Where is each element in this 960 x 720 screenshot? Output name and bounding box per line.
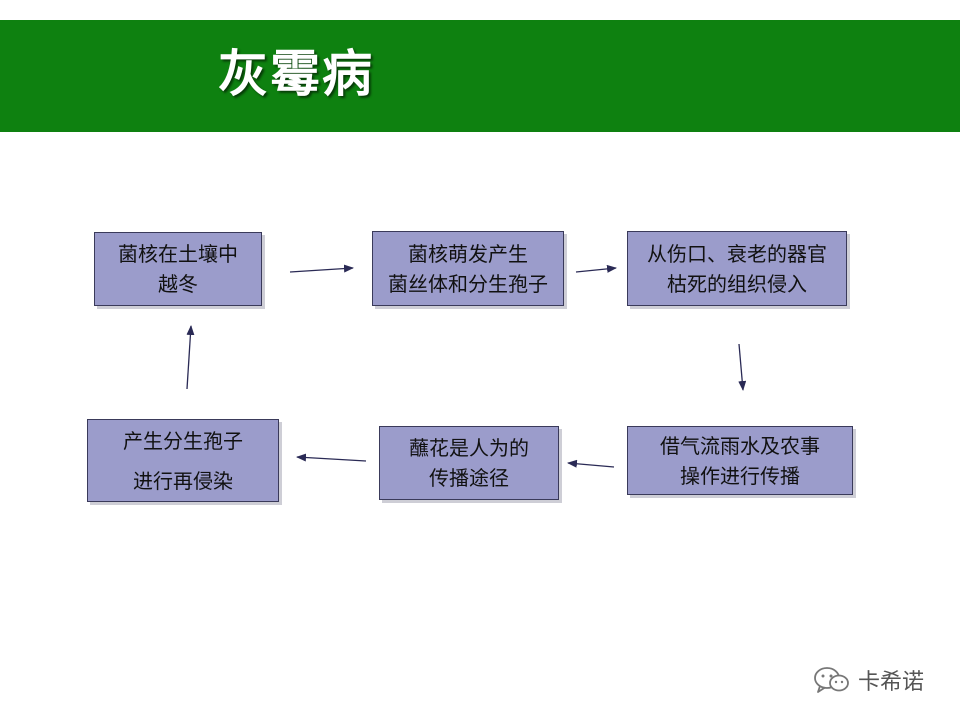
node-invade-line-2: 枯死的组织侵入 — [667, 271, 807, 296]
node-invade-line-1: 从伤口、衰老的器官 — [647, 241, 827, 266]
node-spread-line-1: 借气流雨水及农事 — [660, 433, 820, 458]
node-overwinter: 菌核在土壤中 越冬 — [94, 232, 262, 306]
slide-title: 灰霉病 — [218, 45, 374, 103]
watermark: 卡希诺 — [812, 664, 924, 696]
arrow-spread-to-human — [567, 459, 615, 468]
arrow-overwinter-to-germinate — [289, 264, 354, 273]
title-bar — [0, 20, 960, 132]
node-human: 蘸花是人为的 传播途径 — [379, 426, 559, 500]
arrow-human-to-reinfect — [296, 453, 367, 462]
node-human-line-2: 传播途径 — [429, 466, 509, 490]
watermark-text: 卡希诺 — [858, 670, 925, 695]
node-spread-line-2: 操作进行传播 — [680, 463, 800, 488]
node-germinate: 菌核萌发产生 菌丝体和分生孢子 — [372, 231, 564, 306]
node-reinfect: 产生分生孢子 进行再侵染 — [87, 419, 279, 502]
node-human-line-1: 蘸花是人为的 — [409, 436, 529, 460]
arrow-invade-to-spread — [738, 343, 747, 391]
wechat-icon — [814, 667, 849, 693]
node-overwinter-line-1: 菌核在土壤中 — [118, 242, 238, 266]
arrow-reinfect-to-overwinter — [186, 325, 195, 390]
node-invade: 从伤口、衰老的器官 枯死的组织侵入 — [627, 231, 847, 306]
node-overwinter-line-2: 越冬 — [158, 272, 198, 296]
node-reinfect-line-2: 进行再侵染 — [133, 468, 233, 493]
node-germinate-line-2: 菌丝体和分生孢子 — [388, 271, 548, 296]
arrow-germinate-to-invade — [575, 264, 617, 273]
node-germinate-line-1: 菌核萌发产生 — [408, 241, 528, 266]
node-spread: 借气流雨水及农事 操作进行传播 — [627, 426, 853, 495]
node-reinfect-line-1: 产生分生孢子 — [123, 428, 243, 453]
